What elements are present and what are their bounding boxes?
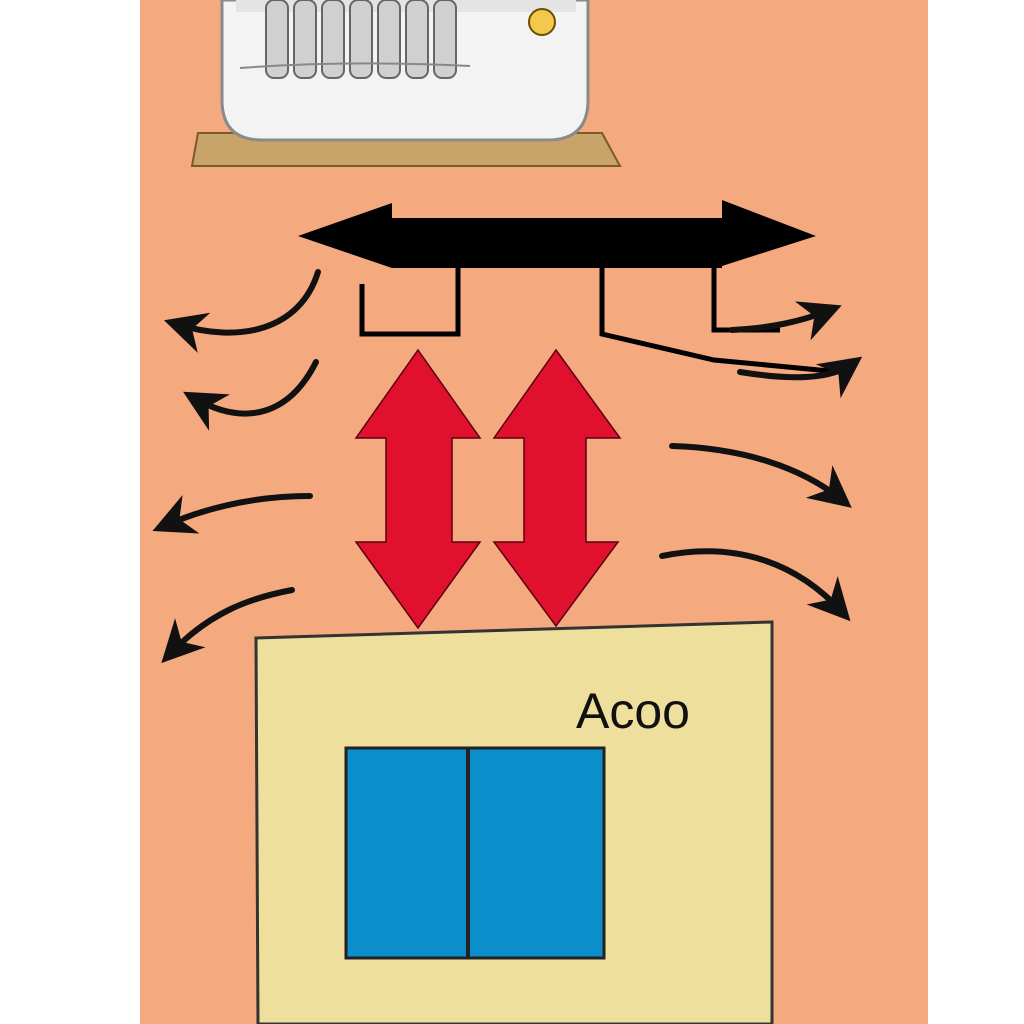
- radiator-heater-icon: [190, 0, 622, 167]
- heater-fins: [265, 0, 457, 79]
- unit-label: Acoo: [576, 683, 690, 739]
- red-double-arrow-left: [354, 348, 482, 630]
- window-icon: [344, 746, 606, 960]
- air-flow-arrow-icon: [152, 269, 863, 664]
- duct-bracket-right: [599, 266, 841, 375]
- red-double-arrow-right: [492, 348, 622, 628]
- heater-dial-icon: [528, 8, 556, 36]
- vertical-double-arrow-icon: [354, 348, 622, 630]
- duct-bracket-left: [359, 266, 461, 337]
- indoor-unit-box: Acoo: [254, 620, 774, 1024]
